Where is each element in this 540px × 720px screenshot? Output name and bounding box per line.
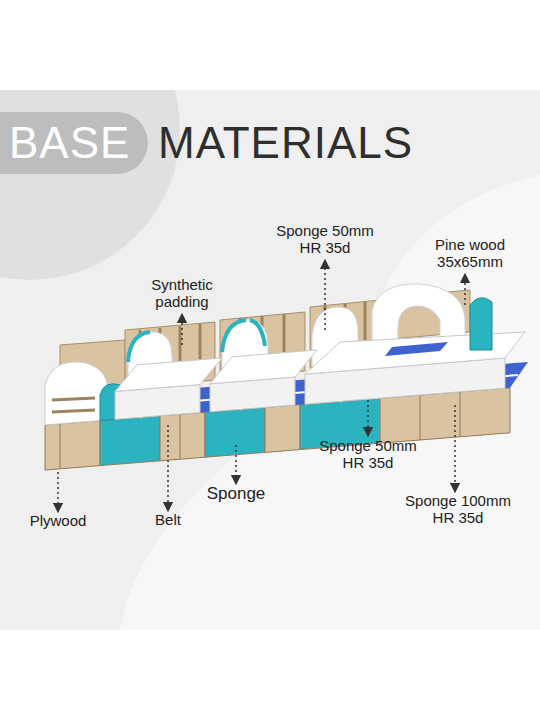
part-label: Sponge 50mm HR 35d — [316, 437, 421, 472]
background-band — [0, 90, 540, 630]
seat-sponges — [115, 332, 525, 419]
leader-lines — [58, 264, 465, 508]
part-label: Plywood — [18, 512, 98, 529]
part-label: Sponge — [191, 484, 281, 504]
heading-title: MATERIALS — [158, 118, 413, 168]
heading-word: BASE — [9, 118, 130, 168]
part-label: Synthetic padding — [137, 276, 227, 311]
heading-badge: BASE — [0, 112, 148, 174]
right-arm-panel — [470, 298, 492, 350]
part-label: Belt — [138, 511, 198, 528]
heading-circle — [0, 90, 180, 280]
part-label: Sponge 100mm HR 35d — [401, 492, 516, 527]
part-label: Sponge 50mm HR 35d — [270, 222, 380, 257]
part-label: Pine wood 35x65mm — [425, 236, 515, 271]
